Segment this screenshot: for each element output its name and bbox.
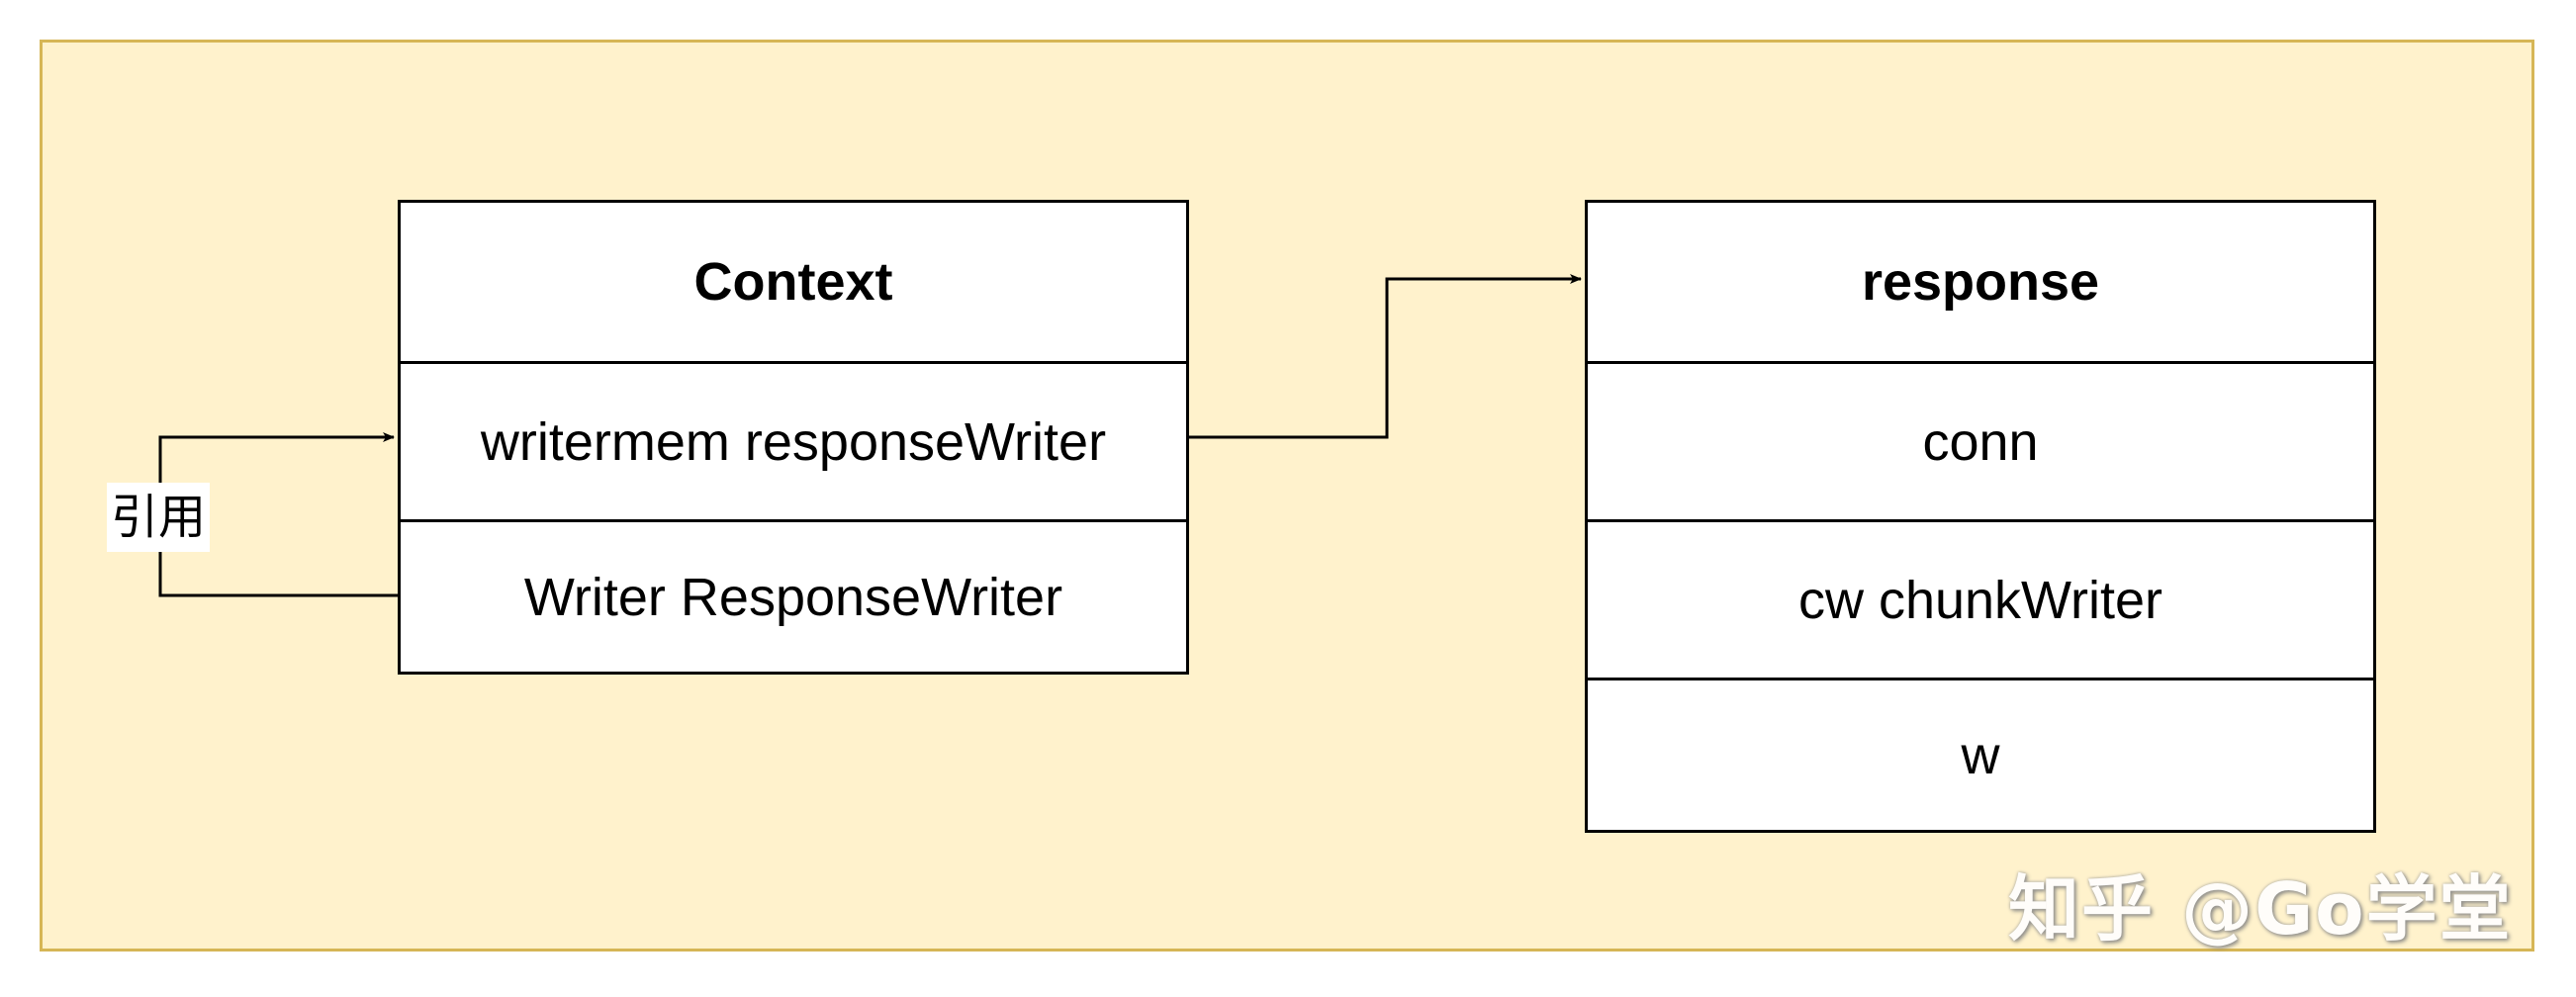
context-field-writermem: writermem responseWriter [401, 361, 1186, 519]
response-struct-box: response conn cw chunkWriter w [1585, 200, 2376, 833]
response-field-conn: conn [1588, 361, 2373, 519]
context-title: Context [693, 252, 893, 312]
self-reference-label: 引用 [107, 483, 211, 552]
response-field-w: w [1588, 678, 2373, 830]
context-to-response-arrow [1189, 274, 1582, 439]
context-field-writer: Writer ResponseWriter [401, 519, 1186, 672]
context-struct-box: Context writermem responseWriter Writer … [398, 200, 1189, 675]
response-field-cw: cw chunkWriter [1588, 519, 2373, 678]
response-title: response [1861, 252, 2100, 312]
watermark: 知乎 @Go学堂 [2008, 867, 2513, 951]
